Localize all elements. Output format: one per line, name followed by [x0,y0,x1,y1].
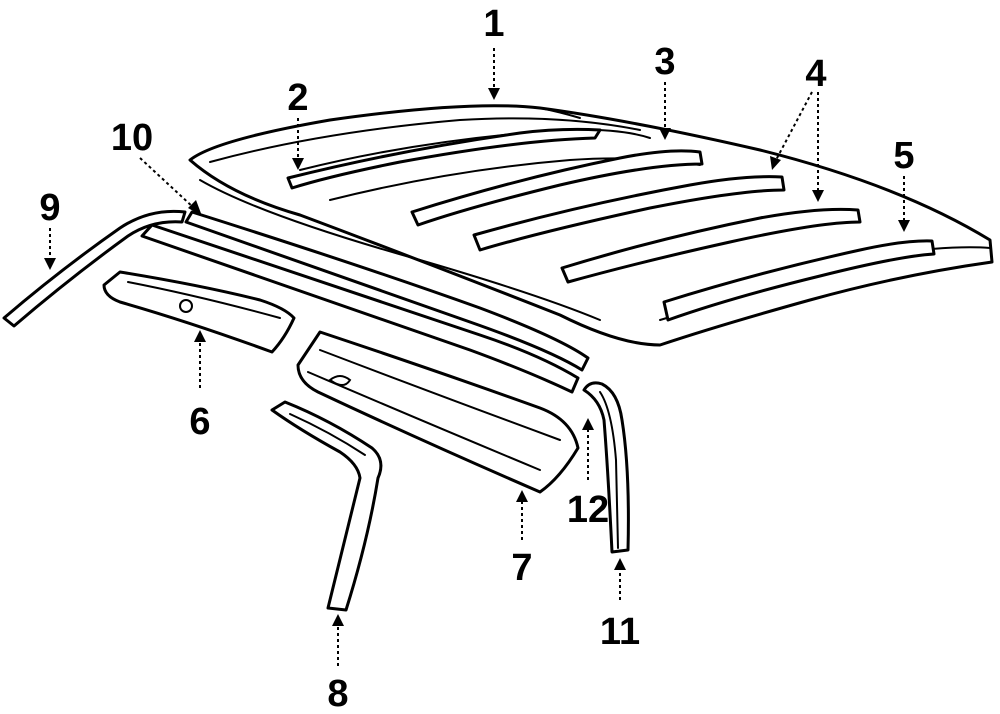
callout-5: 5 [893,135,914,177]
callout-labels: 1 2 3 4 5 6 7 8 9 10 11 12 [39,3,914,714]
callout-7: 7 [511,547,532,589]
callout-10: 10 [111,117,153,159]
pillar-trim-8 [270,400,383,612]
callout-4: 4 [805,53,826,95]
roof-channel-2 [286,127,602,190]
callout-8: 8 [327,673,348,714]
callout-12: 12 [567,489,609,531]
rear-molding-11 [582,381,630,554]
retainer-6 [102,270,296,354]
roof-rail-3 [410,149,704,227]
roof-panel [188,104,994,347]
side-rail-7 [296,330,580,494]
drip-molding-10 [140,210,590,394]
callout-1: 1 [483,3,504,45]
roof-rail-4a [472,175,786,252]
roof-rail-4b [560,207,862,284]
leader-lines [44,48,910,666]
callout-2: 2 [287,77,308,119]
callout-9: 9 [39,187,60,229]
callout-11: 11 [600,611,640,653]
callout-3: 3 [654,41,675,83]
roof-rail-5 [662,239,936,322]
front-molding-9 [2,209,187,328]
callout-6: 6 [189,401,210,443]
